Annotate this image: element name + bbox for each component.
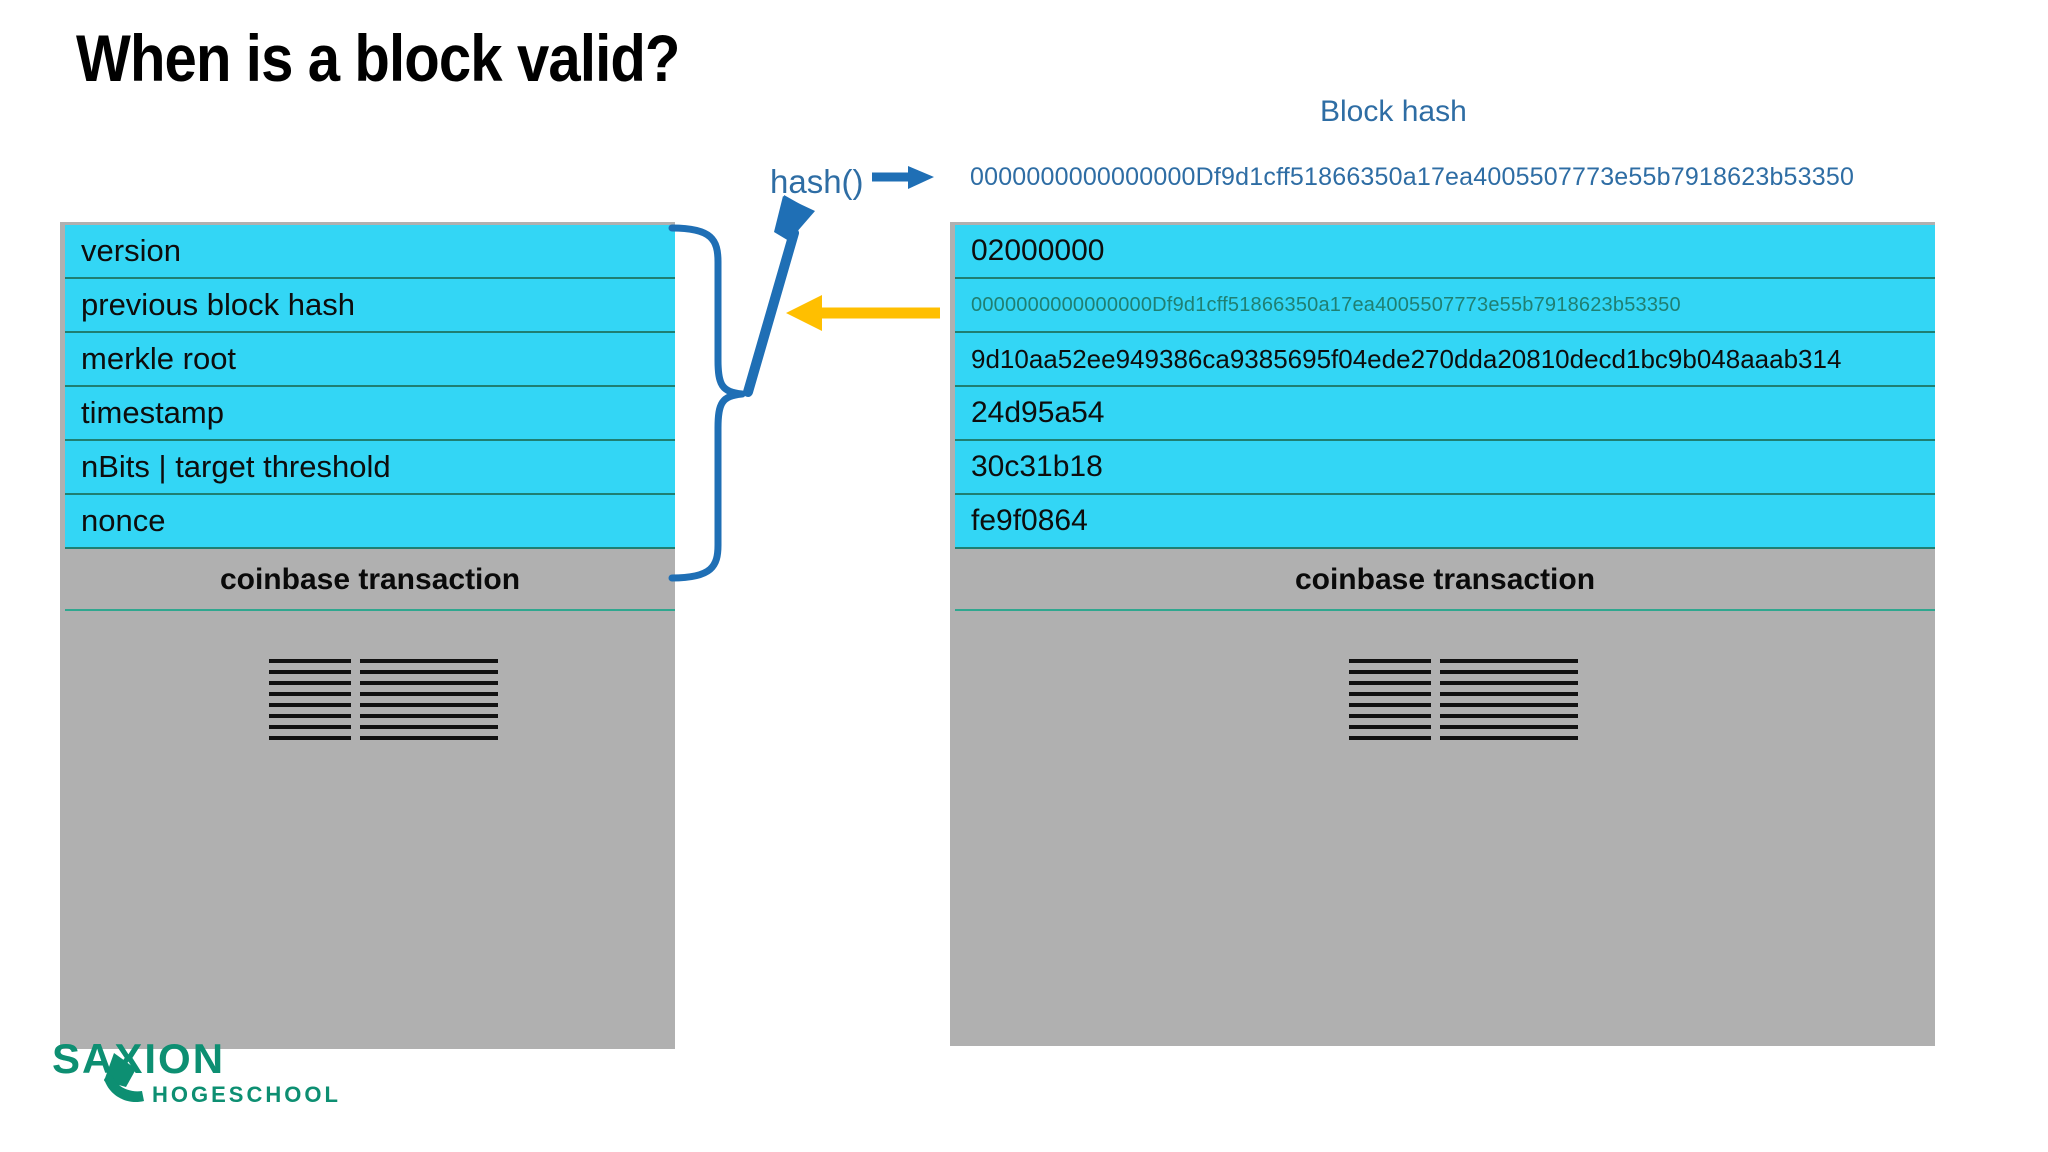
block-example: 02000000 0000000000000000Df9d1cff5186635…	[950, 222, 1935, 1046]
block-example-body: coinbase transaction	[950, 549, 1935, 1046]
block-hash-value: 0000000000000000Df9d1cff51866350a17ea400…	[970, 163, 1855, 191]
tx-line-column	[1440, 659, 1578, 740]
hash-function-label: hash()	[770, 163, 864, 200]
block-schema-coinbase-label: coinbase transaction	[219, 563, 521, 596]
brace-icon	[668, 224, 746, 582]
block-schema-row-merkle-root[interactable]: merkle root	[65, 333, 675, 387]
block-example-row-previous-block-hash[interactable]: 0000000000000000Df9d1cff51866350a17ea400…	[955, 279, 1935, 333]
block-schema-tx-lines	[260, 659, 498, 740]
logo-secondary-text: HOGESCHOOL	[152, 1082, 341, 1107]
block-schema: version previous block hash merkle root …	[60, 222, 675, 1049]
block-schema-row-timestamp[interactable]: timestamp	[65, 387, 675, 441]
block-example-coinbase-label: coinbase transaction	[1294, 563, 1596, 596]
block-example-tx-lines	[1340, 659, 1578, 740]
block-hash-title: Block hash	[1320, 95, 1467, 128]
block-schema-row-nonce[interactable]: nonce	[65, 495, 675, 549]
block-example-header: 02000000 0000000000000000Df9d1cff5186635…	[950, 222, 1935, 549]
block-example-row-nbits[interactable]: 30c31b18	[955, 441, 1935, 495]
tx-line-column	[360, 659, 498, 740]
logo-mark-icon	[104, 1053, 144, 1103]
block-schema-row-previous-block-hash[interactable]: previous block hash	[65, 279, 675, 333]
saxion-logo: SAXION HOGESCHOOL	[52, 1035, 338, 1115]
block-example-row-version[interactable]: 02000000	[955, 225, 1935, 279]
tx-line-column	[269, 659, 351, 740]
block-schema-header: version previous block hash merkle root …	[60, 222, 675, 549]
logo-primary-text: SAXION	[52, 1035, 226, 1082]
block-example-row-merkle-root[interactable]: 9d10aa52ee949386ca9385695f04ede270dda208…	[955, 333, 1935, 387]
block-example-row-timestamp[interactable]: 24d95a54	[955, 387, 1935, 441]
tx-line-column	[1349, 659, 1431, 740]
previous-hash-link-arrow-icon	[786, 295, 940, 331]
block-schema-coinbase-divider	[65, 609, 675, 611]
block-schema-body: coinbase transaction	[60, 549, 675, 1049]
block-example-coinbase-divider	[955, 609, 1935, 611]
hash-arrow-icon	[743, 195, 815, 397]
block-example-row-nonce[interactable]: fe9f0864	[955, 495, 1935, 549]
hash-output-arrow-icon	[872, 166, 934, 189]
block-schema-row-nbits[interactable]: nBits | target threshold	[65, 441, 675, 495]
block-schema-row-version[interactable]: version	[65, 225, 675, 279]
page-title: When is a block valid?	[76, 21, 680, 95]
